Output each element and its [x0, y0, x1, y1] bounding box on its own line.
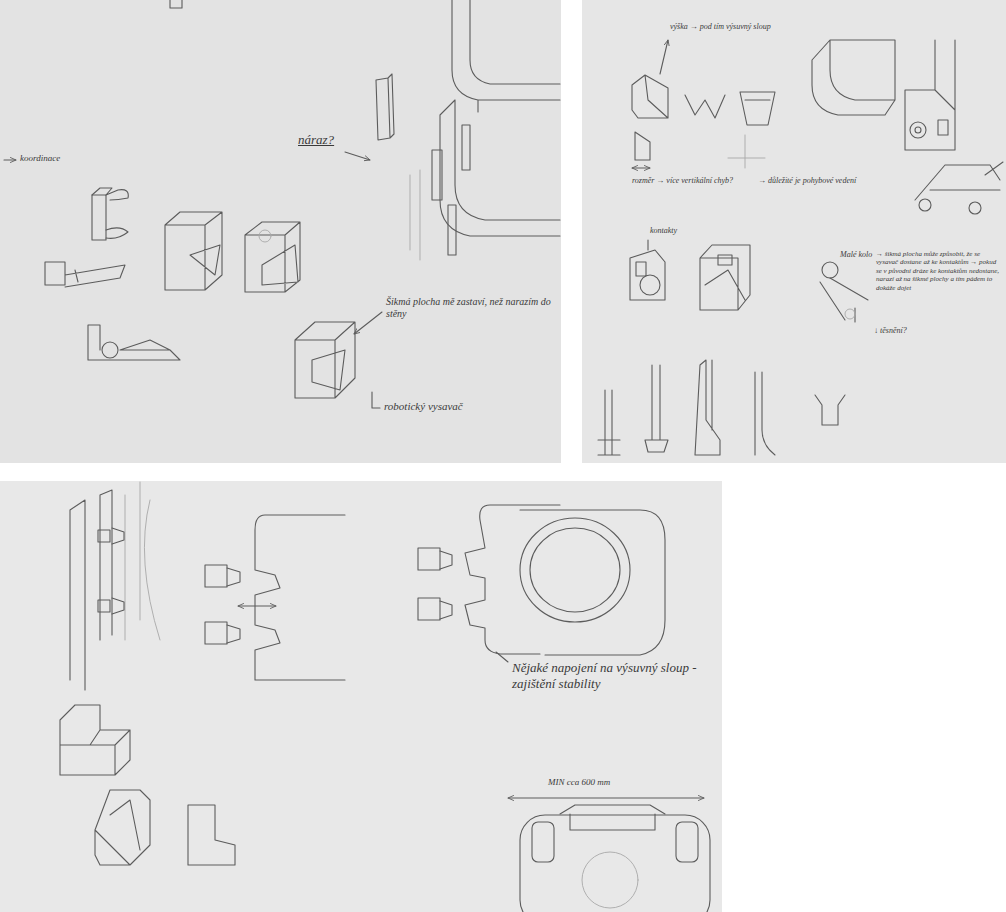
pencil-stroke: [520, 518, 630, 622]
pencil-stroke: [295, 322, 355, 398]
pencil-stroke: [822, 262, 838, 278]
pencil-stroke: [462, 125, 470, 170]
pencil-stroke: [448, 205, 456, 255]
pencil-stroke: [440, 100, 560, 236]
pencil-stroke: [88, 325, 180, 360]
note-text: rozměr → více vertikální chyb?: [632, 176, 733, 186]
part-name: kontakty: [650, 226, 677, 236]
pencil-stroke: [354, 312, 382, 334]
pencil-stroke: [45, 262, 125, 287]
pencil-stroke: [632, 75, 668, 118]
panel-two-sketches: [598, 40, 1003, 455]
pencil-stroke: [227, 625, 240, 643]
pencil-stroke: [496, 652, 508, 662]
pencil-stroke: [245, 222, 300, 292]
pencil-stroke: [919, 199, 931, 211]
panel-three-sketches: [60, 482, 710, 912]
pencil-stroke: [170, 0, 182, 8]
photo-panel: [0, 481, 722, 912]
pencil-stroke: [440, 601, 452, 619]
pencil-stroke: [695, 360, 720, 455]
pencil-stroke: [432, 150, 442, 200]
photo-panel: [0, 0, 561, 463]
pencil-stroke: [255, 515, 345, 680]
note-text: koordinace: [20, 153, 60, 164]
note-text: Šikmá plocha mě zastaví, než narazím do …: [386, 296, 558, 320]
pencil-stroke: [812, 40, 895, 115]
pencil-stroke: [440, 551, 452, 569]
pencil-stroke: [645, 365, 668, 452]
pencil-stroke: [410, 170, 420, 260]
question-note: náraz?: [298, 132, 334, 148]
pencil-stroke: [915, 162, 1003, 200]
pencil-stroke: [685, 95, 725, 118]
pencil-stroke: [815, 395, 845, 425]
pencil-stroke: [676, 822, 698, 862]
pencil-stroke: [227, 568, 240, 586]
pencil-stroke: [418, 598, 440, 620]
pencil-stroke: [905, 40, 955, 150]
note-text: Nějaké napojení na výsuvný sloup - zajiš…: [512, 660, 702, 691]
pencil-stroke: [635, 132, 650, 160]
pencil-stroke: [102, 342, 118, 358]
pencil-stroke: [969, 202, 981, 214]
pencil-stroke: [376, 74, 394, 140]
pencil-stroke: [452, 0, 560, 112]
pencil-stroke: [165, 212, 222, 290]
pencil-stroke: [728, 135, 765, 168]
pencil-stroke: [700, 245, 750, 310]
note-text: → šikmá plocha může způsobit, že se vysa…: [876, 250, 1000, 292]
pencil-stroke: [345, 152, 370, 160]
pencil-stroke: [60, 705, 130, 775]
pencil-stroke: [915, 127, 921, 133]
pencil-stroke: [560, 805, 665, 830]
photo-panel: [582, 0, 1006, 463]
pencil-stroke: [465, 505, 560, 654]
pencil-stroke: [740, 92, 775, 125]
pencil-stroke: [640, 275, 660, 295]
pencil-stroke: [70, 490, 112, 690]
pencil-stroke: [598, 390, 620, 455]
pencil-stroke: [910, 122, 926, 138]
pencil-stroke: [636, 262, 646, 276]
pencil-stroke: [4, 159, 16, 160]
pencil-stroke: [530, 528, 620, 612]
pencil-stroke: [92, 188, 128, 238]
pencil-stroke: [520, 510, 665, 655]
pencil-stroke: [845, 309, 855, 319]
pencil-stroke: [508, 797, 704, 798]
dimension-label: MIN cca 600 mm: [548, 777, 610, 788]
pencil-stroke: [98, 528, 124, 614]
pencil-stroke: [92, 195, 106, 240]
pencil-stroke: [418, 548, 440, 570]
pencil-stroke: [660, 40, 668, 74]
pencil-stroke: [205, 565, 227, 587]
pencil-stroke: [95, 790, 150, 865]
pencil-stroke: [532, 822, 554, 862]
pencil-stroke: [238, 605, 276, 606]
pencil-stroke: [630, 240, 665, 300]
pencil-stroke: [582, 852, 638, 908]
pencil-stroke: [259, 230, 271, 242]
pencil-stroke: [820, 278, 868, 322]
pencil-stroke: [755, 372, 775, 455]
pencil-stroke: [125, 482, 160, 640]
pencil-stroke: [205, 622, 227, 644]
pencil-stroke: [188, 805, 235, 865]
pencil-stroke: [372, 392, 380, 408]
note-text: výška → pod tím výsuvný sloup: [670, 22, 771, 32]
pencil-stroke: [938, 120, 948, 135]
pencil-stroke: [718, 255, 732, 265]
part-name: Malé kolo: [840, 250, 872, 260]
note-text: → důležité je pohybové vedení: [758, 176, 856, 186]
panel-one-sketches: [4, 0, 560, 408]
pencil-stroke: [632, 167, 650, 168]
note-text: robotický vysavač: [384, 400, 463, 413]
note-text: ↓ těsnění?: [874, 326, 907, 336]
